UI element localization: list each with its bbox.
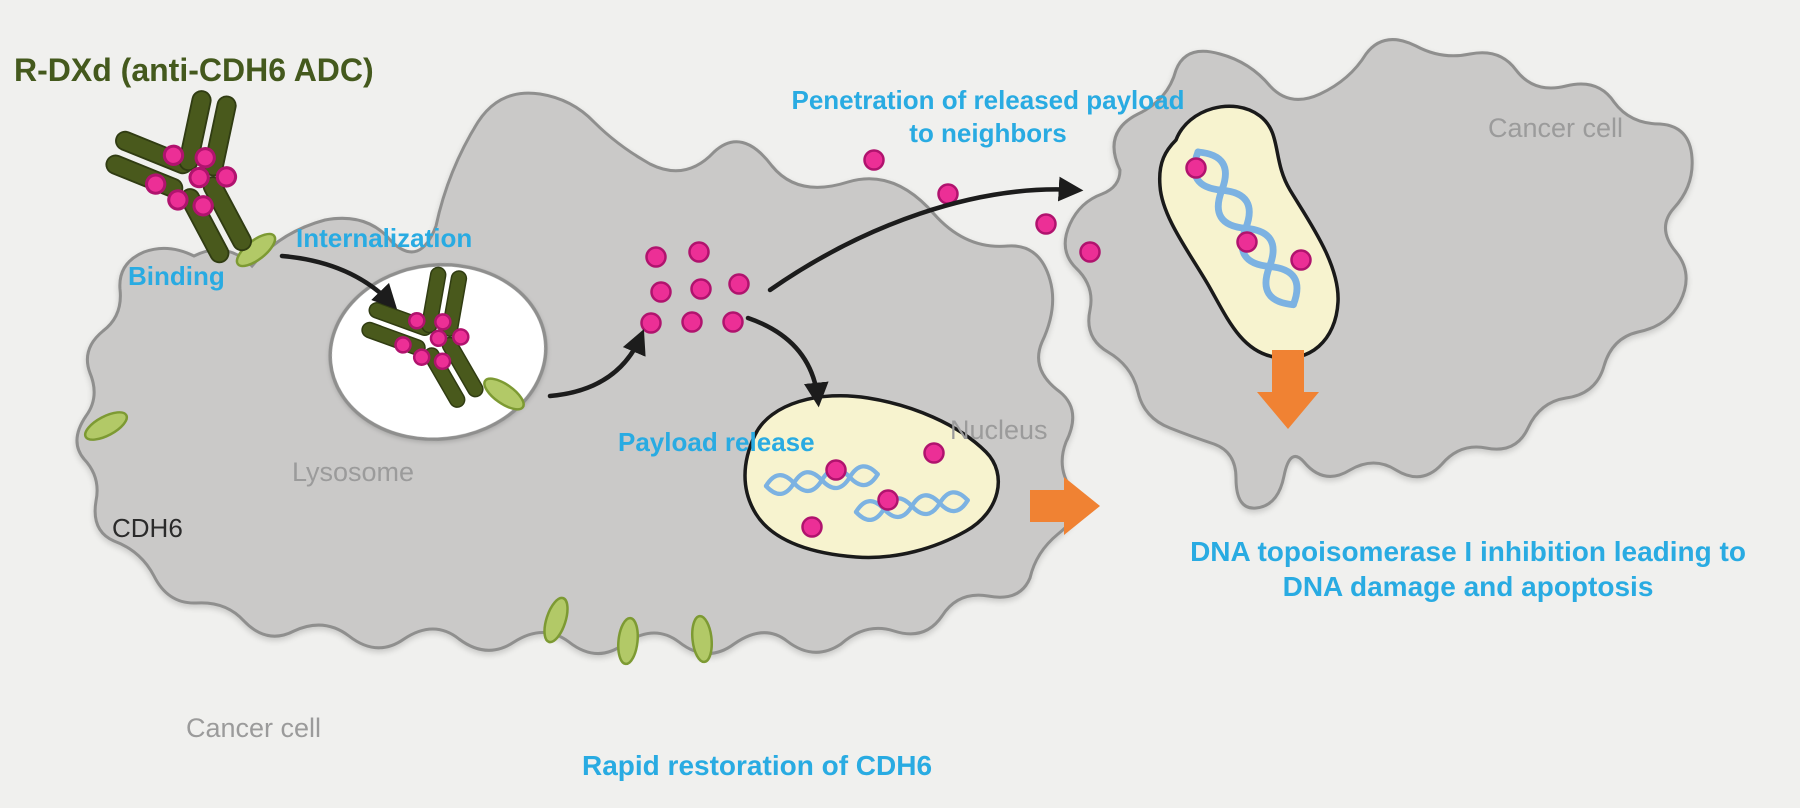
- payload-dot: [728, 273, 750, 295]
- binding-label: Binding: [128, 261, 225, 291]
- payload-dot: [650, 281, 672, 303]
- diagram-title: R-DXd (anti-CDH6 ADC): [14, 52, 374, 88]
- rapid-restoration-label: Rapid restoration of CDH6: [582, 750, 933, 781]
- payload-dot: [923, 442, 945, 464]
- payload-dot: [1290, 249, 1312, 271]
- payload-dot: [801, 516, 823, 538]
- penetration-label: Penetration of released payload to neigh…: [791, 85, 1185, 148]
- cancer-cell-label-left: Cancer cell: [186, 713, 322, 743]
- released-payload-cluster: [640, 241, 750, 334]
- payload-dot: [1185, 157, 1207, 179]
- payload-dot: [863, 149, 885, 171]
- result-arrow-right: [1030, 477, 1100, 535]
- payload-dot: [1236, 231, 1258, 253]
- bystander-payload-dots: [863, 149, 1101, 263]
- payload-dot: [825, 459, 847, 481]
- dna-inhibition-label: DNA topoisomerase I inhibition leading t…: [1190, 536, 1746, 602]
- payload-dots-in-neighbor-nucleus: [1185, 157, 1312, 271]
- internalization-label: Internalization: [296, 223, 473, 253]
- payload-to-nucleus-arrow: [745, 315, 829, 408]
- payload-release-arrow: [547, 329, 646, 399]
- payload-release-label: Payload release: [618, 427, 815, 457]
- payload-dot: [645, 246, 667, 268]
- payload-dot: [877, 489, 899, 511]
- payload-dot: [722, 311, 744, 333]
- nucleus-label: Nucleus: [950, 415, 1048, 445]
- cancer-cell-label-right: Cancer cell: [1488, 113, 1624, 143]
- payload-dot: [688, 241, 710, 263]
- payload-dots-in-nucleus: [801, 442, 945, 538]
- payload-dot: [681, 311, 703, 333]
- payload-dot: [937, 183, 959, 205]
- cdh6-label: CDH6: [112, 513, 183, 543]
- payload-dot: [640, 312, 662, 334]
- lysosome-label: Lysosome: [292, 457, 415, 487]
- bystander-penetration-arrow: [767, 176, 1084, 293]
- internalization-arrow: [279, 253, 398, 310]
- payload-dot: [1079, 241, 1101, 263]
- payload-dot: [1035, 213, 1057, 235]
- payload-dot: [690, 278, 712, 300]
- result-arrow-down: [1257, 350, 1319, 429]
